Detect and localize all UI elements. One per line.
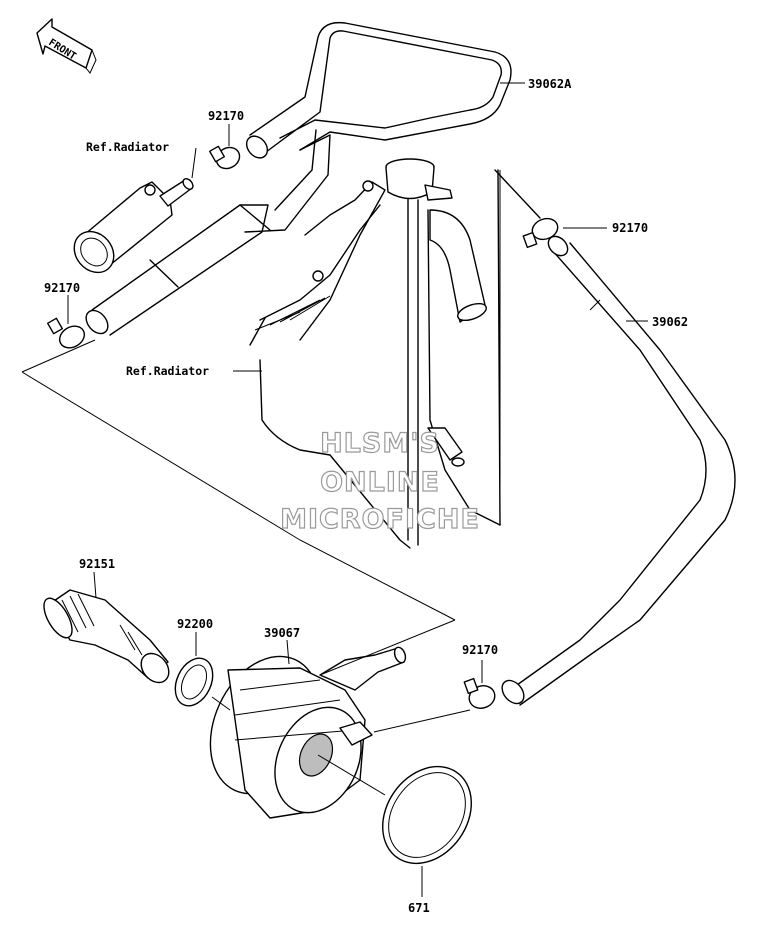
fitting-92151[interactable] — [38, 589, 174, 688]
hose-lower-left[interactable] — [82, 204, 271, 338]
radiator — [249, 158, 541, 549]
clamp-bottom[interactable] — [463, 677, 498, 712]
label-92170-right: 92170 — [612, 221, 648, 235]
ref-radiator-top: Ref.Radiator — [86, 140, 169, 154]
label-92151: 92151 — [79, 557, 115, 571]
label-92170-top: 92170 — [208, 109, 244, 123]
leader-lines — [21, 82, 648, 897]
clamp-top[interactable] — [208, 143, 244, 172]
front-arrow-icon: FRONT — [36, 18, 97, 74]
label-92200: 92200 — [177, 617, 213, 631]
label-39062: 39062 — [652, 315, 688, 329]
oil-cooler-39067[interactable] — [189, 639, 407, 827]
label-92170-left: 92170 — [44, 281, 80, 295]
ref-radiator-mid: Ref.Radiator — [126, 364, 209, 378]
radiator-fitting — [73, 178, 194, 274]
clamp-left[interactable] — [46, 317, 89, 352]
watermark: HLSM'S ONLINE MICROFICHE — [279, 427, 480, 535]
watermark-line3: MICROFICHE — [280, 504, 480, 535]
watermark-line1: HLSM'S — [320, 428, 440, 459]
label-39062a: 39062A — [528, 77, 572, 91]
clamp-right[interactable] — [522, 215, 560, 249]
gasket-92200[interactable] — [168, 652, 220, 712]
label-92170-bottom: 92170 — [462, 643, 498, 657]
label-671: 671 — [408, 901, 430, 915]
hose-39062a[interactable] — [242, 21, 512, 233]
oring-671[interactable] — [364, 749, 489, 880]
label-39067: 39067 — [264, 626, 300, 640]
hose-39062[interactable] — [498, 233, 736, 708]
watermark-line2: ONLINE — [320, 467, 440, 498]
